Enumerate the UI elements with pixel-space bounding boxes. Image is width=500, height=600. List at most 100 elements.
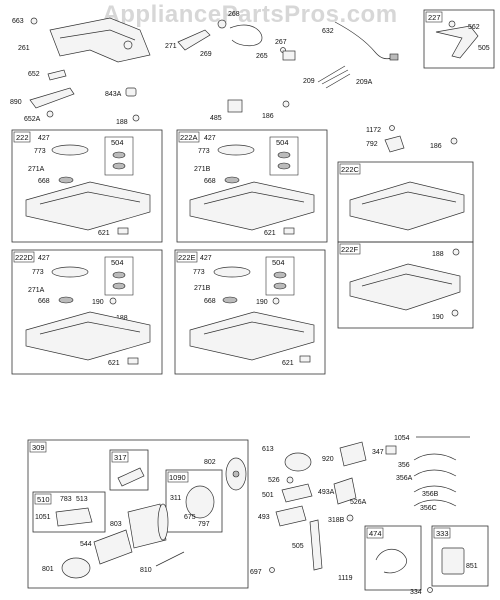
label-493a: 493A <box>318 489 335 496</box>
clip-222-621[interactable] <box>117 227 129 235</box>
box-222d-tag <box>13 251 35 263</box>
washer-222-668[interactable] <box>58 176 74 184</box>
screw-222e-190[interactable] <box>272 297 280 305</box>
switch-920[interactable] <box>339 441 367 467</box>
lever-222a-773[interactable] <box>217 144 255 156</box>
washer-222-504b[interactable] <box>112 162 126 170</box>
lever-271[interactable] <box>177 29 211 51</box>
screw-697[interactable] <box>269 567 275 573</box>
clip-222e-621[interactable] <box>299 355 311 363</box>
label-311: 311 <box>170 495 181 502</box>
lever-222-773[interactable] <box>51 144 89 156</box>
harness-356a[interactable] <box>413 469 457 477</box>
label-333: 333 <box>436 529 449 538</box>
washer-222-504a[interactable] <box>112 151 126 159</box>
link-652[interactable] <box>47 69 67 81</box>
harness-356c[interactable] <box>413 499 457 507</box>
label-222d-773: 773 <box>32 269 44 276</box>
screw-188-top[interactable] <box>132 114 140 122</box>
lever-222d-773[interactable] <box>51 266 89 278</box>
nut-505[interactable] <box>448 20 456 28</box>
bracket-222a[interactable] <box>189 181 315 231</box>
pinion-510[interactable] <box>55 507 93 527</box>
label-493: 493 <box>258 514 270 521</box>
label-209a: 209A <box>356 79 373 86</box>
lever-890[interactable] <box>29 87 75 109</box>
clip-222a-621[interactable] <box>283 227 295 235</box>
module-333[interactable] <box>441 547 465 575</box>
part-843a[interactable] <box>125 87 137 97</box>
drive-end-801[interactable] <box>61 557 91 579</box>
washer-222e-668[interactable] <box>222 296 238 304</box>
part-485[interactable] <box>227 99 243 113</box>
label-222a-504: 504 <box>276 138 289 147</box>
governor-spring[interactable] <box>229 24 263 47</box>
label-801: 801 <box>42 566 54 573</box>
clip-652a[interactable] <box>46 110 54 118</box>
label-222d-621: 621 <box>108 360 120 367</box>
label-222d-188: 188 <box>116 315 128 322</box>
part-265[interactable] <box>282 50 296 61</box>
screw-318b[interactable] <box>346 514 354 522</box>
box-510 <box>32 491 106 533</box>
clamp-613[interactable] <box>284 452 312 472</box>
part-268[interactable] <box>217 19 227 29</box>
label-222d-190: 190 <box>92 299 104 306</box>
screw-186-top[interactable] <box>282 100 290 108</box>
bracket-222e[interactable] <box>189 311 315 361</box>
cover-317[interactable] <box>117 467 145 487</box>
washer-222d-668[interactable] <box>58 296 74 304</box>
bracket-493a[interactable] <box>333 477 357 505</box>
box-227-tag <box>425 11 443 23</box>
washer-222a-504b[interactable] <box>277 162 291 170</box>
lever-222e-773[interactable] <box>213 266 251 278</box>
strap-505[interactable] <box>309 519 323 571</box>
washer-222e-504a[interactable] <box>273 271 287 279</box>
label-632: 632 <box>322 28 334 35</box>
screw-663[interactable] <box>30 17 38 25</box>
part-347[interactable] <box>385 445 397 455</box>
housing-803[interactable] <box>127 503 167 549</box>
bracket-501[interactable] <box>281 483 313 503</box>
harness-356[interactable] <box>413 453 457 461</box>
box-222f <box>337 241 474 329</box>
bracket-222f[interactable] <box>349 263 461 311</box>
armature-544[interactable] <box>93 529 133 565</box>
label-843a: 843A <box>105 91 122 98</box>
wire-632[interactable] <box>334 21 393 60</box>
bracket-792[interactable] <box>384 135 405 153</box>
screw-1172[interactable] <box>389 125 395 131</box>
label-222-668: 668 <box>38 178 50 185</box>
bracket-493[interactable] <box>275 505 307 527</box>
bracket-261[interactable] <box>49 17 151 63</box>
label-222e-271b: 271B <box>194 285 211 292</box>
lever-562[interactable] <box>435 25 479 59</box>
box-474 <box>364 525 422 591</box>
label-309: 309 <box>32 443 45 452</box>
washer-222d-504b[interactable] <box>112 282 126 290</box>
screw-186-right[interactable] <box>450 137 458 145</box>
spring-209[interactable] <box>317 65 351 89</box>
label-510: 510 <box>37 495 50 504</box>
harness-356b[interactable] <box>413 485 457 493</box>
screw-526[interactable] <box>286 476 294 484</box>
washer-222d-504a[interactable] <box>112 271 126 279</box>
screw-334[interactable] <box>427 587 433 593</box>
bolt-810[interactable] <box>155 551 185 567</box>
watermark: AppliancePartsPros.com <box>102 1 397 28</box>
label-505-bottom: 505 <box>292 543 304 550</box>
label-652a: 652A <box>24 116 41 123</box>
screw-222d-190[interactable] <box>109 297 117 305</box>
washer-222a-668[interactable] <box>224 176 240 184</box>
bracket-222[interactable] <box>25 181 151 231</box>
label-222d-271a: 271A <box>28 287 45 294</box>
clip-222d-621[interactable] <box>127 357 139 365</box>
screw-222f-190[interactable] <box>451 309 459 317</box>
brush-plate-1090[interactable] <box>185 485 215 519</box>
bracket-222c[interactable] <box>349 181 465 231</box>
screw-222f-188[interactable] <box>452 248 460 256</box>
washer-222e-504b[interactable] <box>273 282 287 290</box>
washer-222a-504a[interactable] <box>277 151 291 159</box>
harness-474[interactable] <box>375 548 408 574</box>
bracket-222d[interactable] <box>25 311 151 361</box>
